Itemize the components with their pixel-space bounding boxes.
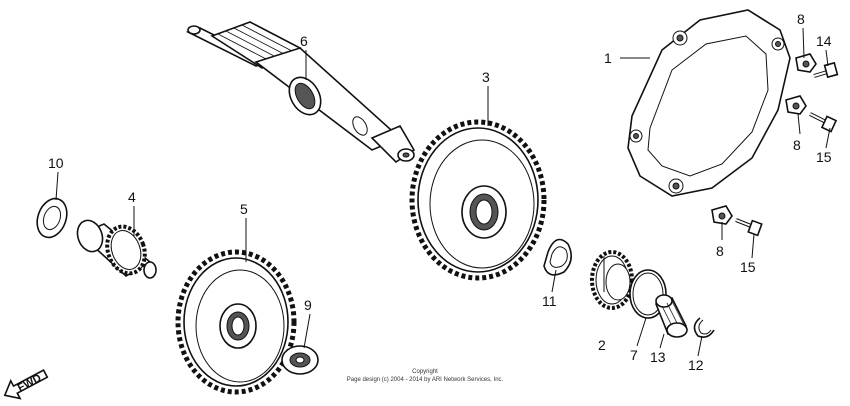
thrust-washer-part-11[interactable] <box>543 238 572 276</box>
sprocket-part-2[interactable] <box>590 250 634 310</box>
circlip-part-12[interactable] <box>693 317 715 338</box>
leader-lines <box>55 27 831 357</box>
copyright-line-2: Page design (c) 2004 - 2014 by ARI Netwo… <box>346 377 504 383</box>
callout-6: 6 <box>300 33 308 49</box>
callout-12: 12 <box>688 357 704 373</box>
pinion-gear-part-4[interactable] <box>73 217 157 279</box>
gear-part-3[interactable] <box>409 119 547 281</box>
callout-3: 3 <box>482 69 490 85</box>
callout-14: 14 <box>816 33 832 49</box>
callout-15-upper: 15 <box>816 149 832 165</box>
callout-8-top: 8 <box>797 11 805 27</box>
callout-8-middle: 8 <box>793 137 801 153</box>
fwd-label: FWD <box>16 372 44 394</box>
bolt-part-14[interactable] <box>813 61 839 79</box>
callout-2: 2 <box>598 337 606 353</box>
copyright-notice: Copyright Page design (c) 2004 - 2014 by… <box>300 368 550 384</box>
callout-5: 5 <box>240 201 248 217</box>
callout-labels: 1 2 3 4 5 6 7 8 8 8 9 10 11 12 13 14 15 … <box>48 11 832 373</box>
collar-part-9[interactable] <box>281 345 319 375</box>
washer-part-10[interactable] <box>32 194 72 241</box>
callout-15-lower: 15 <box>740 259 756 275</box>
clip-part-8-bottom[interactable] <box>711 205 733 225</box>
bolt-part-15-upper[interactable] <box>809 112 838 133</box>
callout-4: 4 <box>128 189 136 205</box>
clip-part-8-top[interactable] <box>795 53 817 73</box>
copyright-line-1: Copyright <box>412 369 438 375</box>
callout-7: 7 <box>630 347 638 363</box>
callout-13: 13 <box>650 349 666 365</box>
clip-part-8-middle[interactable] <box>785 95 807 115</box>
callout-9: 9 <box>304 297 312 313</box>
callout-8-bottom: 8 <box>716 243 724 259</box>
cover-plate-part-1[interactable] <box>627 9 791 197</box>
shaft-part-6[interactable] <box>185 21 416 164</box>
callout-11: 11 <box>542 293 557 309</box>
bolt-part-15-lower[interactable] <box>735 218 763 237</box>
needle-bearing-part-13[interactable] <box>654 294 688 338</box>
callout-1: 1 <box>604 50 612 66</box>
callout-10: 10 <box>48 155 64 171</box>
gear-part-5[interactable] <box>175 249 297 395</box>
fwd-arrow-icon: FWD <box>3 369 49 400</box>
